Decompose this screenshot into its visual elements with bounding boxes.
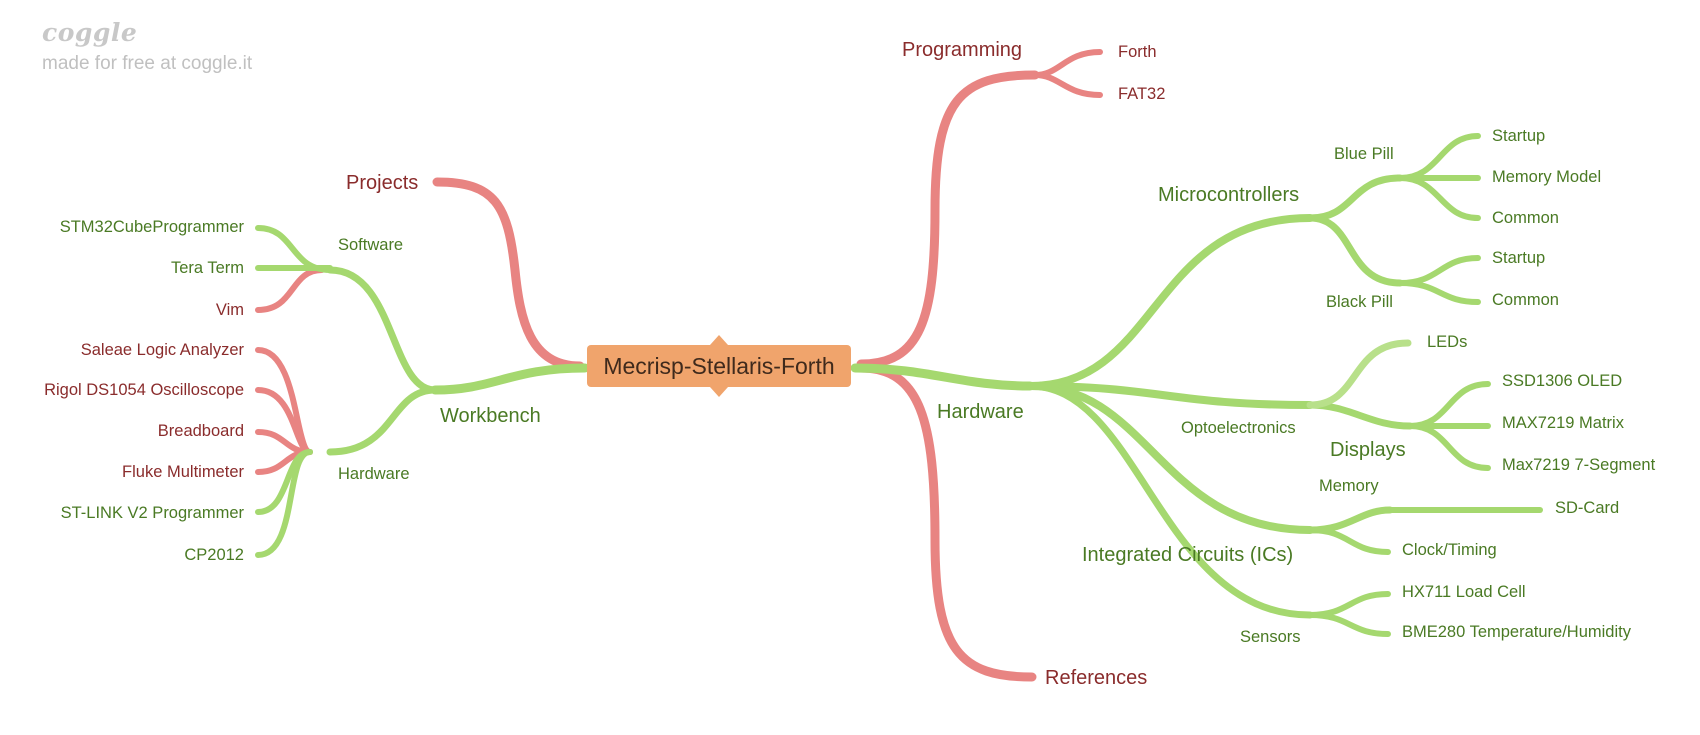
node-blk-common[interactable]: Common	[1492, 291, 1559, 309]
branch-ics	[1026, 382, 1314, 534]
branch-fat32	[1032, 72, 1103, 98]
node-references[interactable]: References	[1045, 667, 1148, 689]
branch-microcontrollers	[1026, 214, 1314, 390]
node-vim[interactable]: Vim	[215, 301, 244, 319]
node-ssd1306[interactable]: SSD1306 OLED	[1502, 372, 1623, 390]
node-fluke[interactable]: Fluke Multimeter	[122, 463, 244, 481]
branch-blk-common	[1397, 280, 1481, 305]
branch-bme280	[1307, 612, 1391, 637]
branch-bp-common	[1397, 175, 1481, 221]
node-leds[interactable]: LEDs	[1427, 333, 1468, 351]
node-software[interactable]: Software	[338, 236, 404, 254]
node-fat32[interactable]: FAT32	[1118, 85, 1166, 103]
node-max7219-7seg[interactable]: Max7219 7-Segment	[1502, 456, 1656, 474]
node-programming[interactable]: Programming	[902, 39, 1023, 61]
branch-leds	[1306, 339, 1412, 409]
node-memory[interactable]: Memory	[1319, 477, 1379, 495]
branch-forth	[1032, 49, 1103, 78]
branch-software	[326, 266, 439, 394]
node-max7219-matrix[interactable]: MAX7219 Matrix	[1502, 414, 1624, 432]
branch-black-pill	[1306, 214, 1404, 287]
branch-blue-pill	[1306, 174, 1404, 222]
node-bp-memory-model[interactable]: Memory Model	[1492, 168, 1602, 186]
node-bp-startup[interactable]: Startup	[1492, 127, 1546, 145]
node-teraterm[interactable]: Tera Term	[170, 259, 244, 277]
node-wb-hardware[interactable]: Hardware	[338, 465, 410, 483]
node-clock[interactable]: Clock/Timing	[1402, 541, 1497, 559]
branch-references	[856, 363, 1037, 682]
node-blue-pill[interactable]: Blue Pill	[1334, 145, 1394, 163]
node-cp2012[interactable]: CP2012	[184, 546, 244, 564]
branch-optoelectronics	[1026, 382, 1314, 409]
branch-projects	[432, 177, 585, 371]
root-node[interactable]: Mecrisp-Stellaris-Forth	[587, 335, 851, 397]
node-displays[interactable]: Displays	[1330, 439, 1406, 461]
branch-ssd1306	[1407, 381, 1491, 429]
coggle-subtitle: made for free at coggle.it	[42, 53, 253, 74]
node-bp-common[interactable]: Common	[1492, 209, 1559, 227]
branch-bp-startup	[1397, 133, 1481, 181]
node-hx711[interactable]: HX711 Load Cell	[1402, 583, 1526, 601]
node-sdcard[interactable]: SD-Card	[1555, 499, 1620, 517]
node-workbench[interactable]: Workbench	[440, 405, 541, 427]
branch-memory	[1306, 506, 1394, 534]
branch-displays	[1306, 401, 1414, 430]
branch-wb-hardware	[326, 386, 439, 456]
coggle-logo: coggle	[42, 18, 138, 47]
branch-workbench	[430, 363, 590, 395]
branch-vim	[255, 267, 325, 313]
branch-blk-startup	[1397, 255, 1481, 286]
node-projects[interactable]: Projects	[346, 172, 419, 194]
node-sensors[interactable]: Sensors	[1240, 628, 1301, 646]
node-stlink[interactable]: ST-LINK V2 Programmer	[60, 504, 244, 522]
node-forth[interactable]: Forth	[1118, 43, 1157, 61]
branch-programming	[856, 70, 1040, 369]
branch-sensors	[1026, 382, 1314, 619]
node-rigol[interactable]: Rigol DS1054 Oscilloscope	[44, 381, 244, 399]
node-ics[interactable]: Integrated Circuits (ICs)	[1082, 544, 1294, 566]
node-saleae[interactable]: Saleae Logic Analyzer	[80, 341, 244, 359]
node-breadboard[interactable]: Breadboard	[157, 422, 244, 440]
node-microcontrollers[interactable]: Microcontrollers	[1158, 184, 1300, 206]
branch-clock	[1307, 527, 1391, 555]
node-blk-startup[interactable]: Startup	[1492, 249, 1546, 267]
branch-cp2012	[255, 449, 313, 558]
branch-hardware	[850, 363, 1035, 391]
node-black-pill[interactable]: Black Pill	[1326, 293, 1393, 311]
branch-hx711	[1307, 591, 1391, 618]
node-optoelectronics[interactable]: Optoelectronics	[1181, 419, 1296, 437]
node-bme280[interactable]: BME280 Temperature/Humidity	[1402, 623, 1631, 641]
branch-max7219-7seg	[1407, 423, 1491, 471]
coggle-watermark: coggle made for free at coggle.it	[42, 18, 252, 75]
node-stm32cube[interactable]: STM32CubeProgrammer	[59, 218, 244, 236]
node-hardware[interactable]: Hardware	[937, 401, 1024, 423]
branch-stm32cube	[255, 225, 333, 273]
